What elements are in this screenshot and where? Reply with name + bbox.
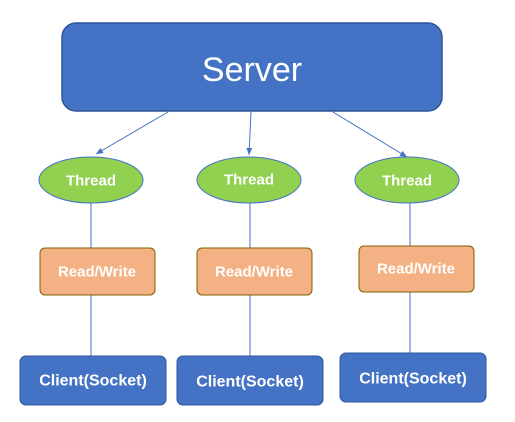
server-to-thread-3-arrow [332, 111, 408, 158]
server-box [61, 22, 443, 112]
thread-label-2: Thread [224, 172, 274, 189]
read-write-label-1: Read/Write [58, 264, 136, 281]
server-label: Server [202, 51, 302, 89]
client-box-2 [176, 355, 324, 406]
thread-node-1 [38, 156, 144, 204]
thread-node-2 [196, 156, 302, 204]
read-write-box-3 [358, 245, 475, 293]
thread-label-3: Thread [382, 173, 432, 190]
read-write-box-1 [39, 247, 156, 296]
client-box-3 [339, 352, 487, 403]
read-write-box-2 [196, 247, 313, 296]
client-label-3: Client(Socket) [359, 371, 467, 388]
thread-node-3 [354, 156, 460, 204]
client-box-1 [19, 355, 167, 406]
client-label-2: Client(Socket) [196, 374, 304, 391]
client-label-1: Client(Socket) [39, 373, 147, 390]
server-to-thread-1-arrow [95, 111, 169, 155]
thread-label-1: Thread [66, 173, 116, 190]
server-to-thread-2-arrow [246, 111, 253, 156]
read-write-label-3: Read/Write [377, 261, 455, 278]
read-write-label-2: Read/Write [215, 264, 293, 281]
